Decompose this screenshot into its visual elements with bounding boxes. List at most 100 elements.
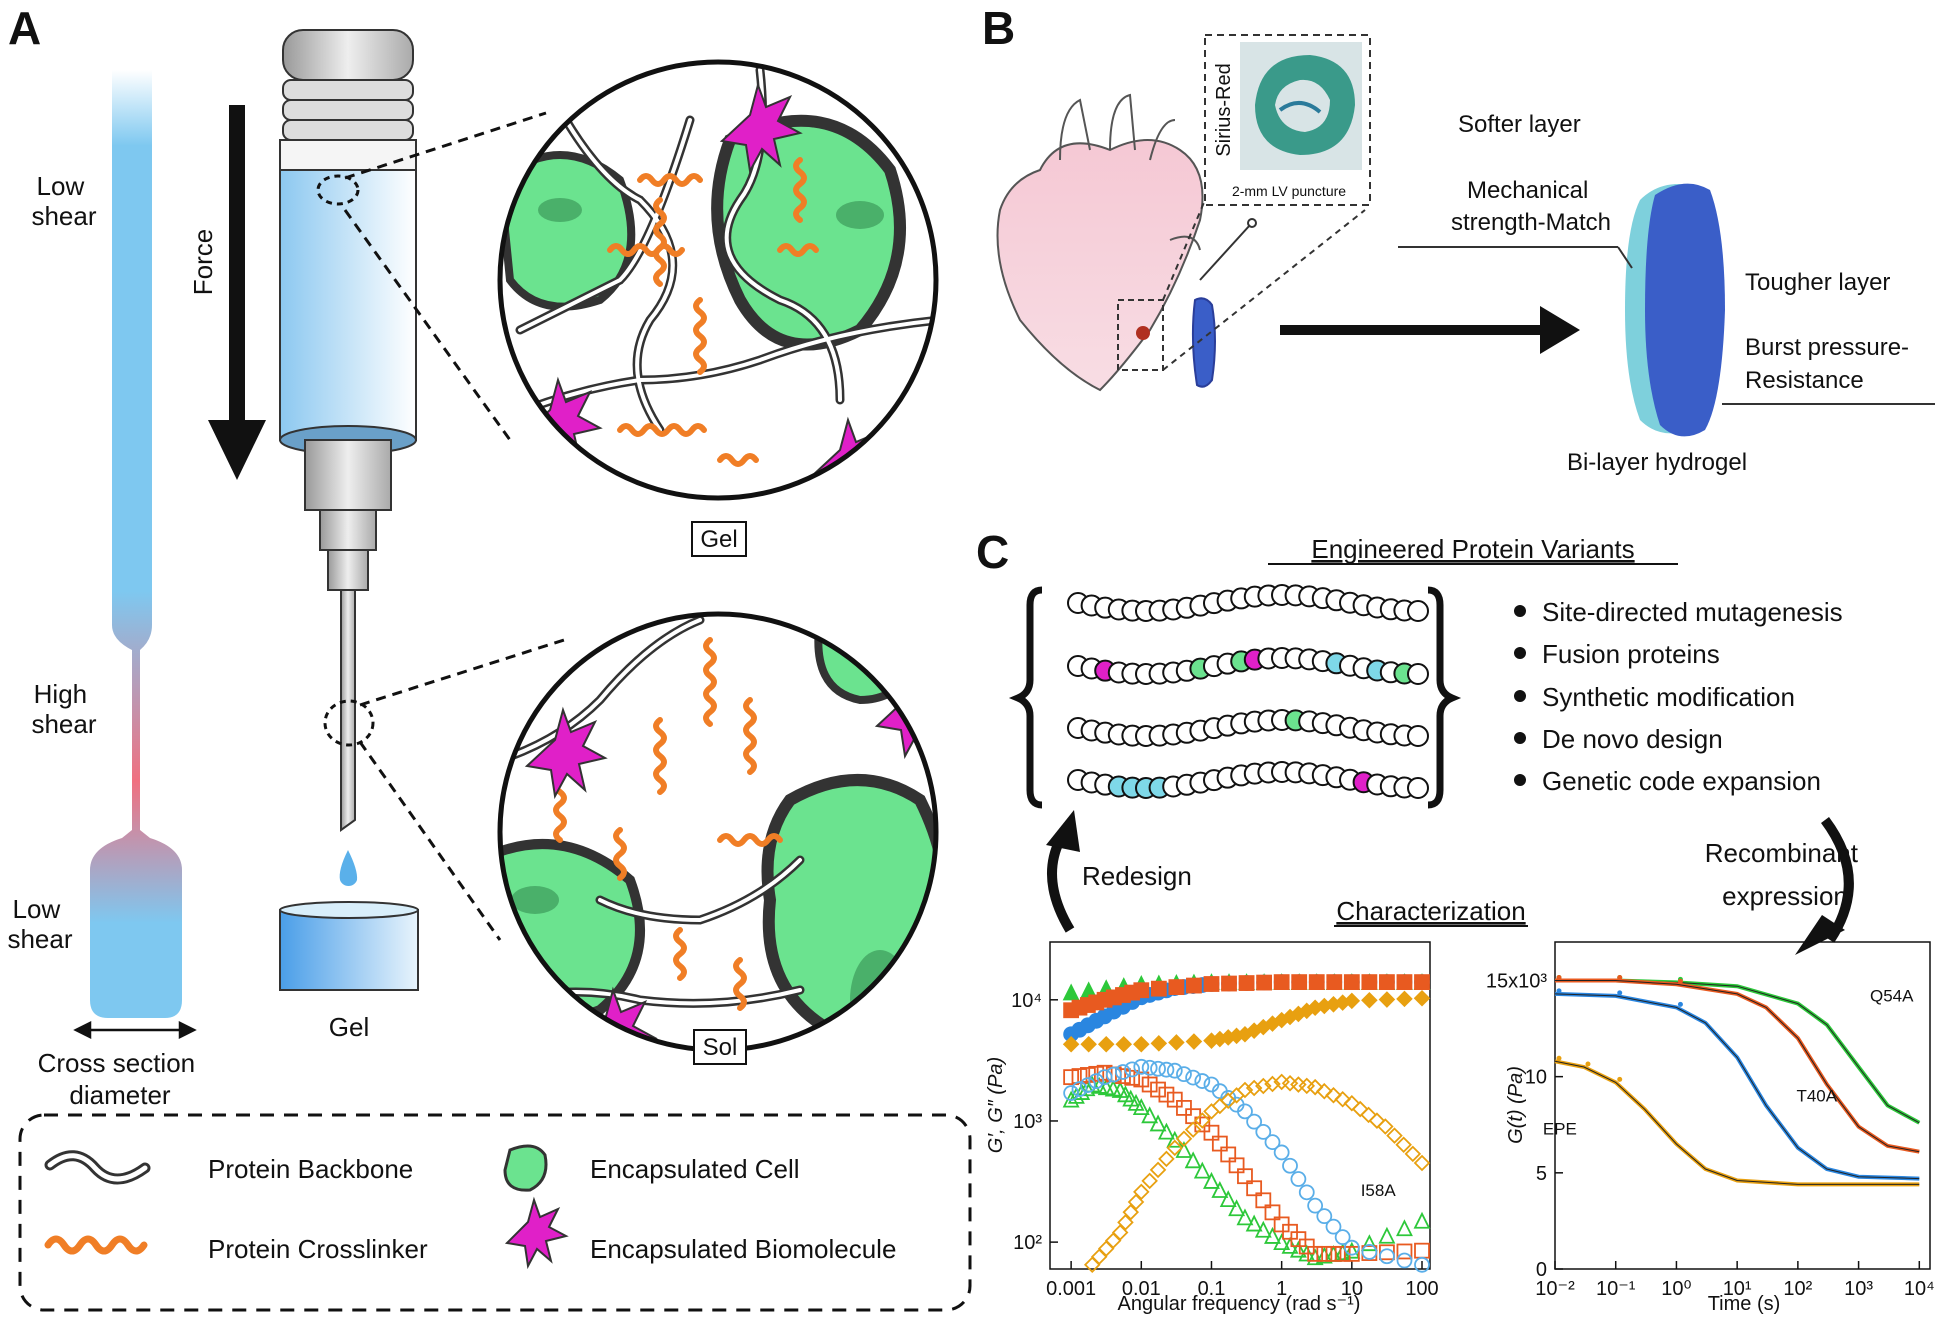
characterization-label: Characterization [1336, 896, 1525, 926]
chart1-point [1386, 1127, 1403, 1144]
chart1-point [1306, 1248, 1324, 1266]
chart2-ylabel: G(t) (Pa) [1505, 1066, 1527, 1144]
chart1-point [1194, 1073, 1211, 1089]
chart1-point [1413, 1211, 1431, 1229]
chart1-point [1246, 1113, 1263, 1130]
chart1-point [1203, 1103, 1220, 1120]
bilayer-hydrogel [1625, 183, 1725, 437]
chart1-point [1315, 1246, 1333, 1264]
softer-layer-label: Softer layer [1458, 111, 1581, 138]
chart1-point [1307, 1245, 1324, 1262]
chart1-point [1238, 975, 1255, 991]
chart1-point [1166, 1091, 1183, 1108]
chart1-point [1211, 1181, 1229, 1198]
big-arrow-b [1280, 306, 1580, 354]
chart1-ytick: 10² [1013, 1232, 1042, 1254]
engineered-variants-title: Engineered Protein Variants [1311, 534, 1634, 564]
chart1-point [1325, 1086, 1342, 1104]
chart1-point [1117, 1214, 1134, 1231]
chart1-point [1256, 974, 1273, 991]
chart1-point [1378, 991, 1396, 1008]
chart1-point [1150, 1060, 1166, 1077]
chart2-xtick: 10⁰ [1661, 1278, 1691, 1300]
chart2-series-label: EPE [1543, 1119, 1577, 1138]
chart1-point [1343, 974, 1360, 991]
chart1-point [1414, 1242, 1430, 1259]
recombinant-arrow [1795, 817, 1854, 955]
zoom-circle-sol: Sol [497, 611, 939, 1065]
chart1-point [1246, 1180, 1263, 1197]
zoom-gel-label: Gel [700, 526, 737, 553]
chart1-point [1078, 1079, 1096, 1097]
force-label: Force [188, 229, 218, 295]
chart2-ytick: 5 [1536, 1163, 1547, 1185]
chart2-point [1556, 1055, 1562, 1061]
chart1-point [1414, 974, 1430, 991]
chart1-point [1273, 974, 1290, 991]
burst-label: Burst pressure- Resistance [1745, 334, 1916, 394]
chart1-point [1343, 1241, 1361, 1259]
chart1-point [1133, 982, 1150, 999]
chart2-ytick: 10 [1525, 1067, 1547, 1089]
bullet-de-novo: De novo design [1542, 724, 1723, 754]
right-brace [1427, 586, 1462, 809]
chart1-point [1211, 1097, 1229, 1115]
cross-section-label: Cross section diameter [38, 1048, 203, 1110]
chart1-point [1379, 974, 1395, 991]
chart1-point [1396, 1252, 1413, 1269]
chart1-point [1254, 1220, 1272, 1238]
chart1-ytick: 10⁴ [1011, 990, 1042, 1012]
chart2-series-line [1554, 991, 1920, 1181]
bullet-fusion: Fusion proteins [1542, 639, 1720, 669]
chart1-point [1141, 1172, 1158, 1190]
chart2-series-label: I58A [1361, 1181, 1397, 1200]
chart1-point [1228, 1199, 1246, 1217]
chart1-xtick: 0.001 [1046, 1278, 1096, 1300]
chart1-point [1396, 974, 1413, 991]
chart1-point [1193, 1161, 1211, 1179]
chart1-point [1379, 1244, 1395, 1261]
chart1-point [1185, 1069, 1202, 1086]
high-shear-label: High shear [31, 679, 96, 739]
chart1-point [1176, 1066, 1192, 1083]
cell-legend-icon [503, 1144, 548, 1192]
chart1-point [1325, 1218, 1342, 1235]
chart1-point [1115, 1064, 1131, 1080]
chart1-point [1396, 1243, 1413, 1260]
chart1-point [1291, 974, 1308, 991]
chart1-xtick: 10 [1341, 1278, 1363, 1300]
chart1-point [1368, 1112, 1386, 1129]
chart1-point [1307, 1197, 1324, 1214]
chart1-point [1062, 1035, 1080, 1053]
chart2-point [1617, 990, 1623, 996]
chart2-point [1556, 974, 1562, 980]
diameter-arrow [73, 1020, 197, 1040]
chart1-point [1141, 1106, 1159, 1124]
chart1-point [1236, 1208, 1254, 1226]
chart1-point [1219, 1190, 1237, 1208]
chart1-point [1141, 1076, 1158, 1093]
chart1-point [1413, 1154, 1431, 1172]
chart1-point [1080, 1035, 1097, 1053]
stain-label: Sirius-Red [1213, 63, 1235, 156]
legend-biomolecule-label: Encapsulated Biomolecule [590, 1234, 896, 1264]
chart1-point [1255, 1077, 1272, 1095]
chart1-point [1316, 1082, 1333, 1100]
bilayer-label: Bi-layer hydrogel [1567, 449, 1747, 476]
chart1-point [1088, 1073, 1105, 1090]
chart1-point [1245, 1079, 1263, 1097]
chart1-point [1255, 1123, 1272, 1140]
chart2-xtick: 10² [1783, 1278, 1812, 1300]
legend-cell-label: Encapsulated Cell [590, 1154, 800, 1184]
chart1-point [1184, 1151, 1202, 1169]
chart1-point [1395, 1136, 1412, 1154]
chart1-point [1104, 1232, 1122, 1249]
chart1-point [1062, 983, 1080, 1001]
chart1-point [1097, 1240, 1115, 1257]
chart1-point [1220, 1146, 1237, 1163]
chart1-xtick: 0.01 [1122, 1278, 1161, 1300]
chart1-point [1150, 1081, 1166, 1098]
force-arrow [208, 105, 266, 480]
chart1-ytick: 10³ [1013, 1111, 1042, 1133]
chart1-point [1343, 1239, 1360, 1256]
